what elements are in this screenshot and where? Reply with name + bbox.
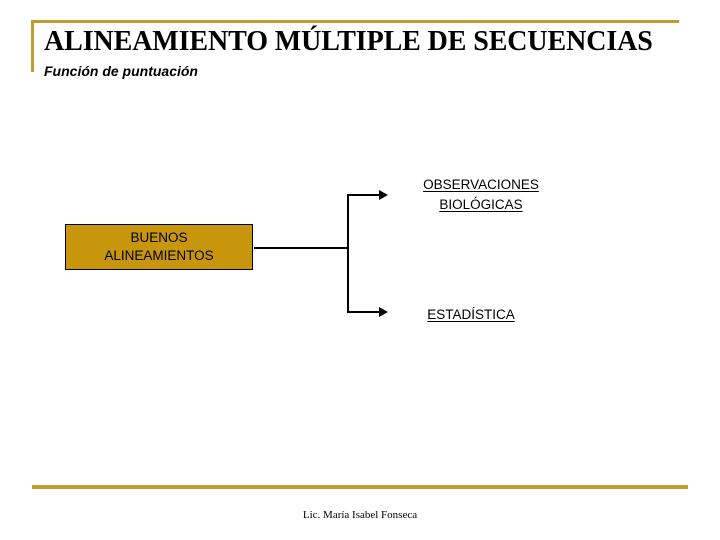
- diagram-target-estadistica[interactable]: ESTADÍSTICA: [392, 305, 550, 325]
- arrow-head-bottom-icon: [379, 307, 388, 317]
- footer-credit: Lic. María Isabel Fonseca: [302, 509, 418, 521]
- arrow-head-top-icon: [379, 190, 388, 200]
- connector-branch-top: [347, 194, 380, 196]
- diagram-node-buenos-alineamientos[interactable]: BUENOS ALINEAMIENTOS: [65, 224, 253, 270]
- page-title: ALINEAMIENTO MÚLTIPLE DE SECUENCIAS: [44, 26, 653, 57]
- connector-branch-bottom: [347, 311, 380, 313]
- page-subtitle: Función de puntuación: [44, 63, 198, 79]
- diagram-target-label-estadistica: ESTADÍSTICA: [427, 307, 515, 322]
- diagram-node-label-line2: ALINEAMIENTOS: [104, 248, 214, 263]
- connector-vertical-spine: [347, 194, 349, 313]
- diagram-node-label-line1: BUENOS: [130, 229, 188, 245]
- diagram-target-label-line1: OBSERVACIONES: [423, 177, 539, 192]
- diagram-target-observaciones-biologicas[interactable]: OBSERVACIONES BIOLÓGICAS: [392, 175, 570, 214]
- connector-trunk-line: [254, 247, 349, 249]
- footer-rule: [32, 485, 688, 489]
- header-left-rule: [31, 20, 34, 72]
- diagram-target-label-line2: BIOLÓGICAS: [439, 196, 523, 212]
- header-top-rule: [31, 20, 679, 23]
